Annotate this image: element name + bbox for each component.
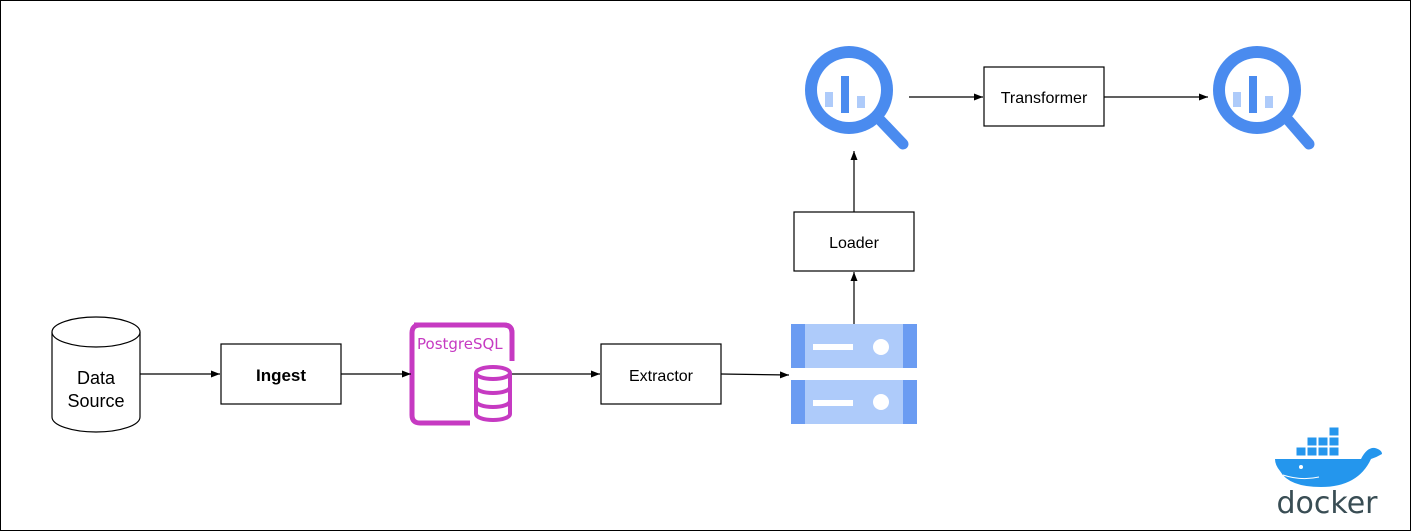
- bigquery-source-node[interactable]: [805, 46, 909, 150]
- docker-logo-icon: [1275, 426, 1382, 487]
- loader-label: Loader: [829, 235, 879, 252]
- data-source-label-line2: Source: [67, 391, 124, 411]
- postgresql-icon: PostgreSQL: [409, 322, 515, 426]
- transformer-node[interactable]: Transformer: [983, 66, 1105, 127]
- docker-logo-text: docker: [1277, 486, 1379, 521]
- edge-extractor-server: [720, 371, 790, 379]
- bigquery-icon: [805, 46, 909, 150]
- extractor-node[interactable]: Extractor: [600, 343, 722, 405]
- docker-logo: docker: [1275, 426, 1382, 521]
- data-source-node[interactable]: Data Source: [51, 316, 141, 433]
- ingest-label: Ingest: [256, 366, 306, 385]
- postgresql-label: PostgreSQL: [417, 335, 503, 353]
- extractor-label: Extractor: [629, 368, 694, 385]
- server-node[interactable]: [791, 324, 917, 424]
- server-icon: [791, 324, 917, 424]
- transformer-label: Transformer: [1001, 90, 1088, 107]
- bigquery-target-node[interactable]: [1213, 46, 1315, 150]
- database-cylinder-icon: [51, 332, 141, 433]
- data-source-label-line1: Data: [77, 368, 116, 388]
- edges: [140, 93, 1208, 379]
- postgresql-node[interactable]: PostgreSQL: [409, 322, 515, 426]
- ingest-node[interactable]: Ingest: [220, 343, 342, 405]
- loader-node[interactable]: Loader: [793, 211, 915, 272]
- bigquery-icon: [1213, 46, 1315, 150]
